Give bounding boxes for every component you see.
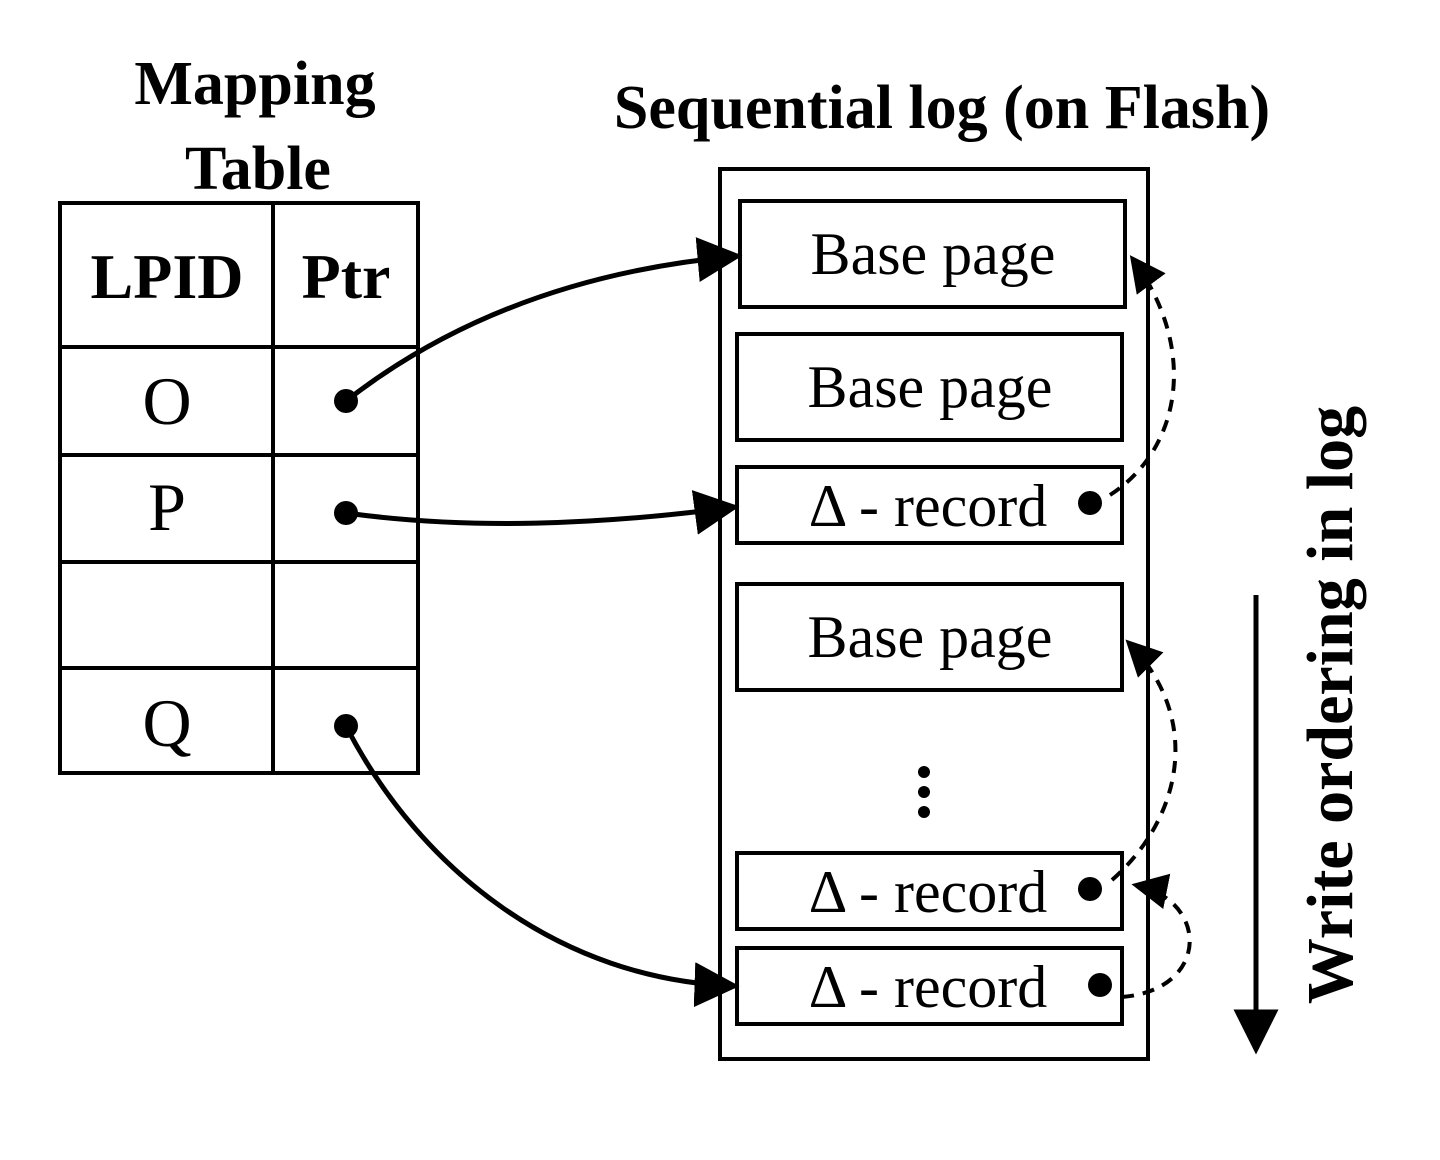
mapping-table: LPID Ptr O P Q bbox=[58, 201, 420, 775]
delta-back-pointer bbox=[1121, 873, 1192, 999]
mapping-table-title-line1: Mapping bbox=[134, 50, 375, 118]
log-entry: Δ - record bbox=[735, 851, 1124, 931]
log-entry-label: Δ - record bbox=[809, 954, 1047, 1020]
log-entry-label: Base page bbox=[811, 221, 1056, 287]
log-entry-box bbox=[735, 946, 1124, 1026]
log-entry-label: Base page bbox=[808, 604, 1053, 670]
mapping-table-border bbox=[58, 201, 420, 775]
log-entry: Base page bbox=[738, 199, 1127, 309]
pointer-arrow-q bbox=[343, 724, 740, 1008]
log-entry: Δ - record bbox=[735, 465, 1124, 545]
log-entry-box bbox=[735, 332, 1124, 442]
log-entry: Base page bbox=[735, 332, 1124, 442]
write-ordering-label: Write ordering in log bbox=[1294, 406, 1367, 1004]
log-ellipsis bbox=[918, 766, 930, 818]
header-ptr: Ptr bbox=[302, 241, 391, 312]
log-entry-label: Δ - record bbox=[809, 473, 1047, 539]
header-lpid: LPID bbox=[91, 241, 244, 312]
table-row-lpid: O bbox=[142, 363, 191, 439]
log-entry-box bbox=[738, 199, 1127, 309]
delta-pointer-dot bbox=[1088, 973, 1112, 997]
delta-pointer-dot bbox=[1078, 491, 1102, 515]
delta-back-pointer bbox=[1110, 639, 1178, 882]
log-entry-label: Base page bbox=[808, 354, 1053, 420]
pointer-arrow-o bbox=[344, 237, 743, 403]
table-row-lpid: P bbox=[148, 469, 186, 545]
log-title: Sequential log (on Flash) bbox=[614, 74, 1270, 142]
log-entry-box bbox=[735, 465, 1124, 545]
log-entry-box bbox=[735, 851, 1124, 931]
log-entry-label: Δ - record bbox=[809, 859, 1047, 925]
table-row-lpid: Q bbox=[142, 685, 191, 761]
log-entry: Δ - record bbox=[735, 946, 1124, 1026]
delta-pointer-dot bbox=[1078, 877, 1102, 901]
log-entry-box bbox=[735, 582, 1124, 692]
pointer-arrow-p bbox=[345, 490, 740, 535]
log-entry: Base page bbox=[735, 582, 1124, 692]
delta-back-pointer bbox=[1108, 255, 1176, 497]
mapping-table-title-line2: Table bbox=[185, 135, 331, 203]
